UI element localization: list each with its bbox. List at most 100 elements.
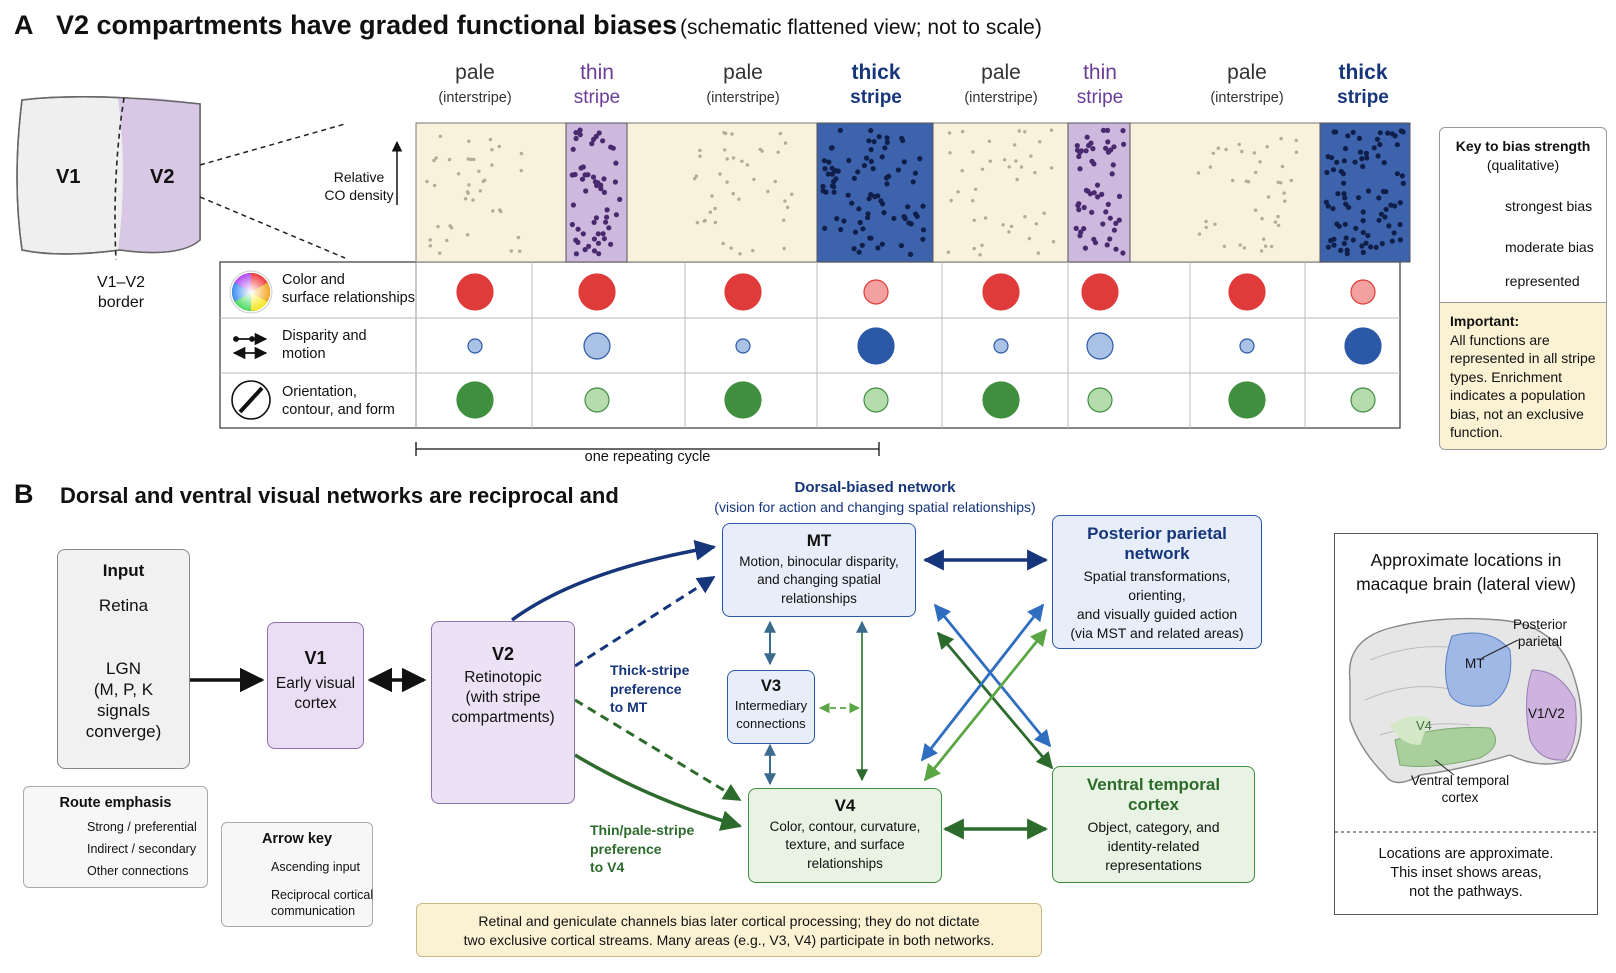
co-dot: [868, 147, 874, 153]
dorsal-network-title: Dorsal-biased network: [794, 479, 956, 496]
co-dot: [445, 238, 449, 243]
co-dot: [448, 224, 452, 228]
co-dot: [868, 235, 874, 241]
co-dot: [1077, 149, 1083, 155]
thin-pref-line: Thin/pale-stripe: [590, 822, 695, 838]
co-dot: [1116, 193, 1123, 199]
ppc-title-line1: Posterior parietal: [1087, 524, 1227, 543]
co-dot: [1325, 244, 1331, 250]
co-dot: [831, 189, 837, 195]
co-dot: [1359, 156, 1365, 162]
route-item-indirect: Indirect / secondary: [87, 842, 197, 856]
co-dot: [472, 157, 476, 162]
co-dot: [465, 233, 470, 237]
co-dot: [516, 235, 521, 240]
v2-line: Retinotopic: [464, 669, 542, 686]
co-dot: [866, 138, 872, 144]
co-dot: [1103, 145, 1109, 151]
co-dot: [1244, 179, 1249, 183]
co-dot: [580, 231, 586, 237]
co-dot: [1279, 181, 1283, 185]
co-dot: [569, 221, 576, 228]
vtc-title-line2: cortex: [1127, 795, 1180, 814]
co-dot: [463, 197, 468, 201]
row-color-line2: surface relationships: [282, 290, 415, 306]
inset-pp-line2: parietal: [1517, 634, 1563, 649]
bias-dot-strong: [982, 273, 1020, 311]
co-dot: [613, 212, 620, 218]
column-header-line1: thick: [851, 61, 901, 84]
co-dot: [960, 169, 964, 173]
co-dot: [1109, 171, 1115, 177]
co-dot: [1397, 237, 1403, 243]
co-dot: [790, 192, 794, 196]
co-dot: [1049, 128, 1054, 132]
co-dot: [949, 198, 953, 203]
co-dot: [596, 251, 602, 257]
key-item-represented: represented: [1505, 273, 1580, 289]
co-dot: [1105, 201, 1111, 207]
column-header-pale: pale(interstripe): [673, 60, 813, 110]
v4-line: texture, and surface: [785, 837, 905, 852]
co-dot: [1331, 129, 1337, 135]
co-dot: [428, 244, 432, 248]
border-label: V1–V2 border: [80, 273, 162, 313]
key-note-line: types. Enrichment: [1450, 368, 1563, 385]
co-dot: [600, 231, 606, 237]
column-header-line2: (interstripe): [438, 90, 512, 106]
co-dot: [846, 157, 852, 164]
co-dot: [612, 179, 619, 185]
co-dot: [1105, 139, 1111, 145]
co-dot: [1265, 145, 1269, 149]
v4-box: V4 Color, contour, curvature, texture, a…: [748, 788, 942, 883]
column-header-line1: pale: [1227, 61, 1267, 84]
co-dot: [1341, 240, 1347, 247]
co-dot: [598, 186, 604, 192]
co-dot: [1357, 149, 1364, 155]
co-dot: [905, 204, 911, 210]
co-dot: [1269, 244, 1274, 249]
row-label-orientation: Orientation, contour, and form: [282, 383, 395, 419]
panel-b-title: Dorsal and ventral visual networks are r…: [60, 483, 619, 508]
co-dot: [1400, 129, 1406, 135]
route-item-other: Other connections: [87, 864, 189, 878]
co-dot: [1325, 203, 1331, 209]
co-dot: [868, 127, 874, 134]
co-dot: [519, 151, 524, 156]
table-grid: [220, 262, 1400, 428]
co-dot: [613, 160, 619, 166]
co-dot: [1084, 134, 1090, 140]
co-dot: [865, 211, 871, 217]
co-dot: [1092, 240, 1099, 246]
co-dot: [575, 239, 581, 245]
bias-dot-strong: [578, 273, 616, 311]
bias-table-frame: [219, 261, 1401, 429]
co-dot: [1086, 142, 1092, 149]
co-dot: [851, 175, 858, 181]
co-dot: [730, 132, 734, 136]
co-dot: [1074, 143, 1080, 149]
row-label-color: Color and surface relationships: [282, 271, 415, 307]
bias-dot-represented: [467, 338, 483, 354]
co-dot: [876, 134, 882, 140]
mt-line: and changing spatial: [757, 572, 881, 587]
inset-vt-line1: Ventral temporal: [1410, 773, 1510, 788]
inset-vt-line2: cortex: [1441, 790, 1479, 805]
co-dot: [1397, 221, 1403, 228]
co-dot: [834, 216, 840, 222]
column-header-line2: stripe: [1076, 87, 1124, 108]
bias-dot-strong: [1228, 381, 1266, 419]
column-header-line1: pale: [455, 61, 495, 84]
co-dot: [1331, 242, 1337, 248]
co-dot: [1213, 222, 1217, 226]
ventral-temporal-box: Ventral temporal cortex Object, category…: [1052, 766, 1255, 883]
bias-dot-moderate: [1086, 332, 1114, 360]
cycle-bracket: [415, 442, 880, 456]
co-dot: [971, 199, 975, 203]
v1-box-title: V1: [304, 648, 327, 668]
brain-inset: [1334, 533, 1598, 915]
co-dot: [601, 176, 607, 182]
mt-box: MT Motion, binocular disparity, and chan…: [722, 523, 916, 617]
co-dot: [577, 127, 583, 133]
